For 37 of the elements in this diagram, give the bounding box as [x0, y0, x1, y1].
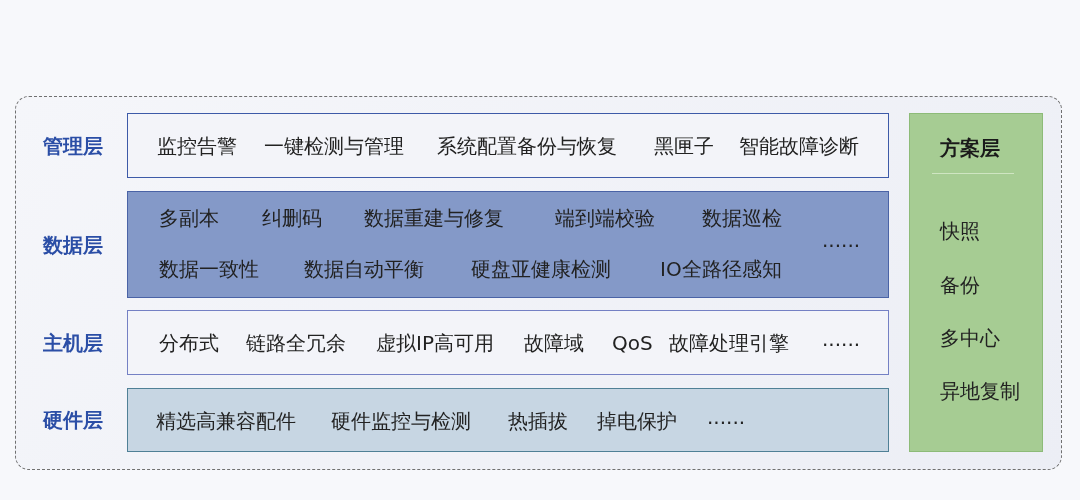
- feature-text: 数据巡检: [702, 207, 782, 229]
- solution-panel: [909, 113, 1043, 452]
- solution-text: 备份: [940, 274, 980, 296]
- feature-text: 端到端校验: [555, 207, 655, 229]
- feature-text: 硬盘亚健康检测: [471, 258, 611, 280]
- feature-text: 虚拟IP高可用: [376, 332, 494, 354]
- layer-title: 主机层: [43, 331, 103, 354]
- feature-text: 硬件监控与检测: [331, 410, 471, 432]
- feature-text: 热插拔: [508, 410, 568, 432]
- feature-text: IO全路径感知: [660, 258, 782, 280]
- layer-title: 管理层: [43, 134, 103, 157]
- feature-text: 数据一致性: [159, 258, 259, 280]
- feature-text: 故障处理引擎: [669, 332, 789, 354]
- feature-text: 掉电保护: [597, 410, 677, 432]
- feature-text: 系统配置备份与恢复: [437, 135, 617, 157]
- ellipsis-text: ......: [707, 406, 746, 428]
- solution-text: 快照: [940, 220, 980, 242]
- ellipsis-text: ......: [822, 229, 861, 251]
- feature-text: 纠删码: [262, 207, 322, 229]
- solution-text: 多中心: [940, 327, 1000, 349]
- feature-text: 链路全冗余: [246, 332, 346, 354]
- solution-text: 异地复制: [940, 380, 1020, 402]
- feature-text: 监控告警: [157, 135, 237, 157]
- feature-text: 数据重建与修复: [364, 207, 504, 229]
- feature-text: 一键检测与管理: [264, 135, 404, 157]
- feature-text: 精选高兼容配件: [156, 410, 296, 432]
- feature-text: 黑匣子: [654, 135, 714, 157]
- feature-text: 数据自动平衡: [304, 258, 424, 280]
- feature-text: 多副本: [159, 207, 219, 229]
- layer-title: 数据层: [43, 233, 103, 256]
- feature-text: 分布式: [159, 332, 219, 354]
- feature-text: 故障域: [524, 332, 584, 354]
- feature-text: 智能故障诊断: [739, 135, 859, 157]
- feature-text: QoS: [612, 332, 653, 354]
- layer-title: 硬件层: [43, 409, 103, 431]
- ellipsis-text: ......: [822, 328, 861, 350]
- panel-title: 方案层: [940, 137, 1000, 159]
